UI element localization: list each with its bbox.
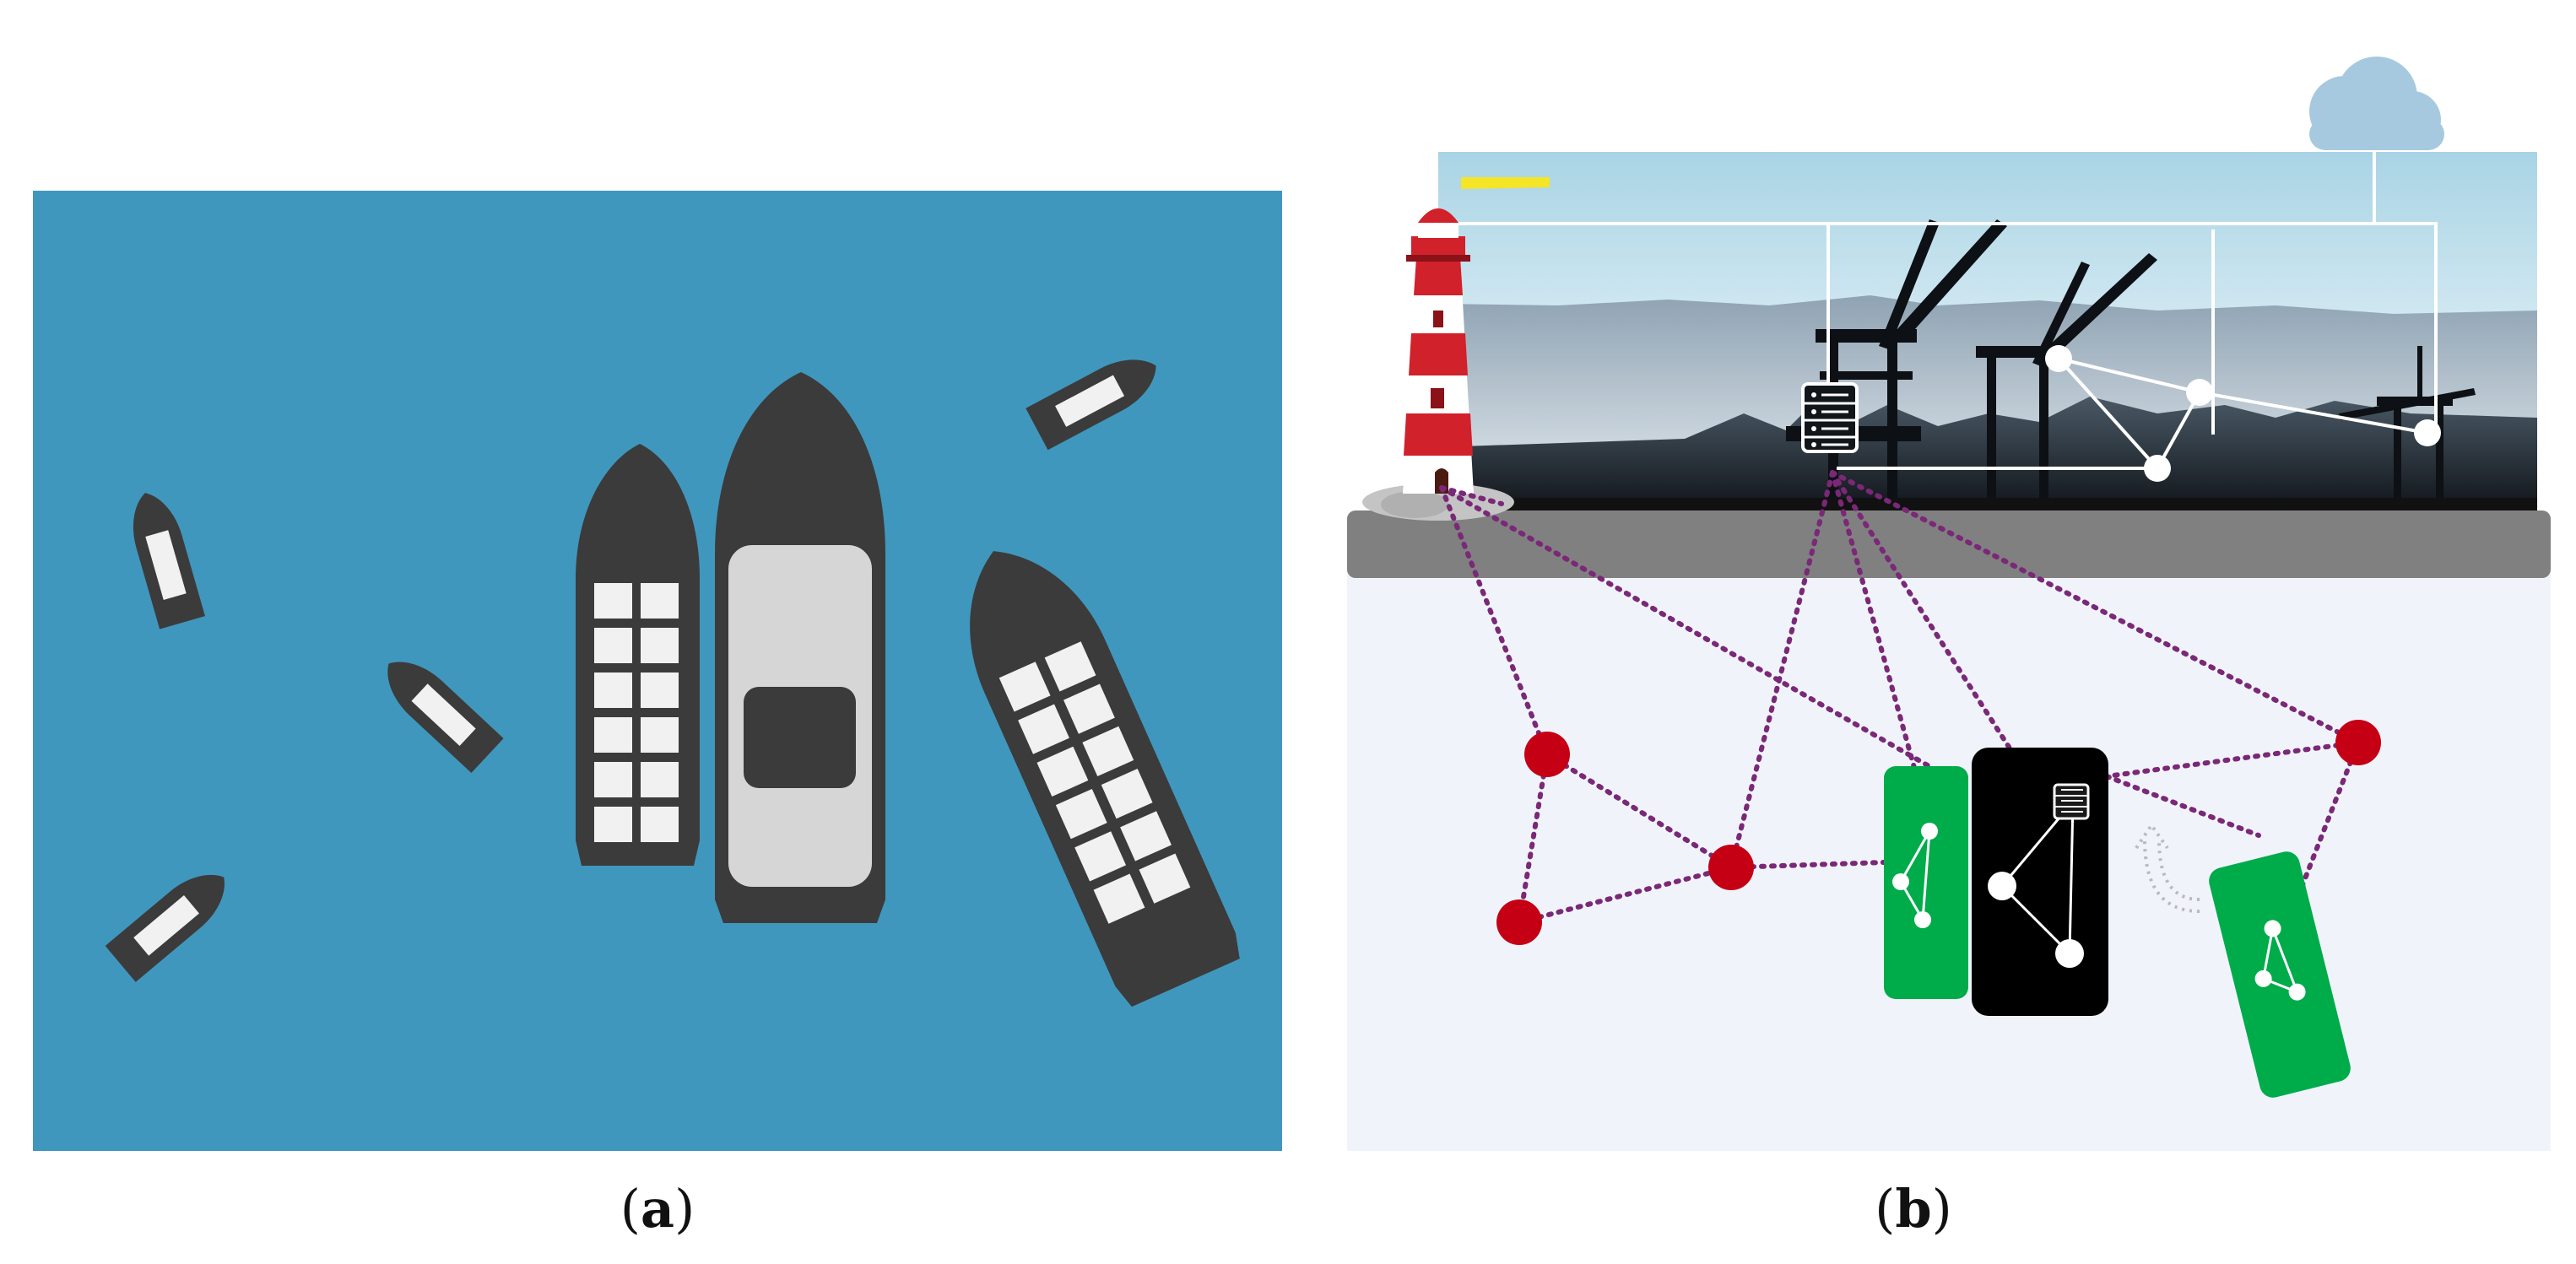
caption-a-letter: a bbox=[640, 1178, 675, 1240]
lighthouse-icon bbox=[1362, 177, 1550, 521]
panel-a-ships-at-sea bbox=[33, 191, 1282, 1151]
small-boat-icon bbox=[133, 493, 205, 629]
vessel-green-left bbox=[1884, 766, 1968, 999]
small-boat-icon bbox=[387, 662, 504, 774]
server-icon bbox=[1801, 382, 1859, 453]
panel-b-harbour-network bbox=[1347, 42, 2551, 1151]
caption-a: (a) bbox=[620, 1178, 695, 1240]
sea-scene bbox=[33, 191, 1282, 1151]
shore-nodes bbox=[2045, 345, 2441, 482]
small-boat-icon bbox=[105, 874, 225, 982]
container-ship-icon bbox=[576, 444, 700, 866]
container-ship-icon bbox=[970, 551, 1240, 1007]
quay bbox=[1347, 510, 2551, 578]
maritime-nodes bbox=[1496, 720, 2381, 945]
vessel-black-center bbox=[1972, 748, 2108, 1016]
handover-arrow bbox=[2135, 822, 2200, 913]
vessel-green-right bbox=[2209, 851, 2351, 1098]
harbour-scene bbox=[1347, 57, 2551, 1151]
cloud-icon bbox=[2309, 57, 2444, 150]
containers bbox=[594, 583, 679, 842]
maritime-links bbox=[1439, 470, 2361, 935]
light-beam bbox=[1461, 177, 1550, 189]
small-boat-icon bbox=[1026, 359, 1156, 451]
caption-b-letter: b bbox=[1895, 1178, 1932, 1240]
large-ship-icon bbox=[715, 372, 885, 923]
server-icon bbox=[2053, 783, 2090, 820]
caption-b: (b) bbox=[1875, 1178, 1952, 1240]
containers bbox=[998, 641, 1191, 924]
crane-icon bbox=[1976, 253, 2157, 498]
crane-icon bbox=[2339, 346, 2476, 498]
